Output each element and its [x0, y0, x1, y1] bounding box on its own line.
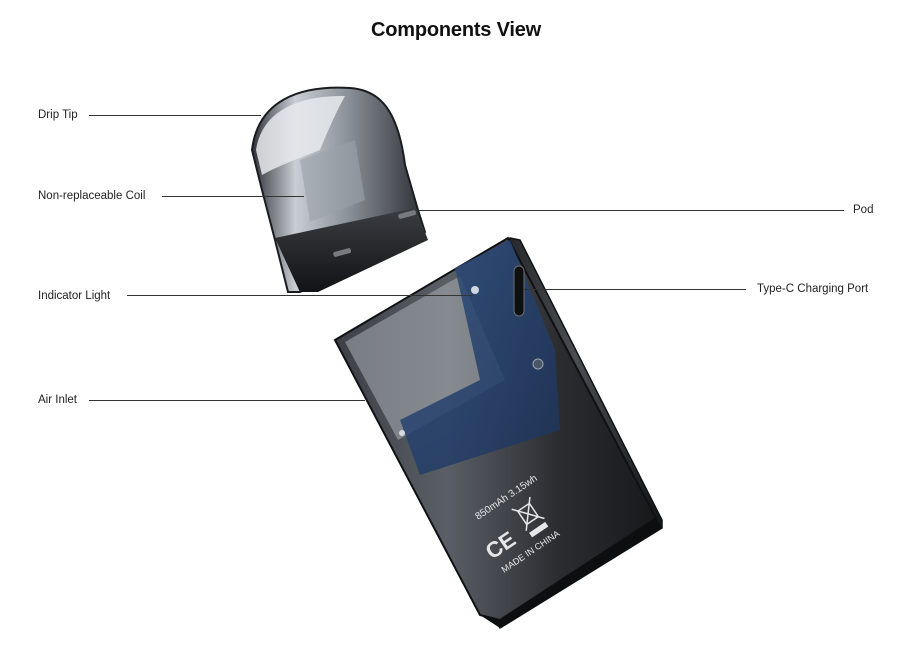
pod-slot — [398, 210, 417, 219]
drip-tip-shape — [256, 95, 345, 175]
indicator-led — [471, 286, 479, 294]
label-pod: Pod — [853, 204, 874, 216]
battery-body — [333, 236, 663, 630]
label-drip-tip: Drip Tip — [38, 109, 78, 121]
weee-icon — [511, 496, 549, 538]
screw — [532, 358, 544, 370]
pod — [250, 86, 428, 293]
leader-drip-tip — [89, 115, 261, 116]
page-title: Components View — [371, 19, 541, 41]
pod-base — [275, 208, 428, 292]
label-charging-port: Type-C Charging Port — [757, 283, 869, 295]
coil-shape — [300, 140, 365, 222]
air-inlet-hole — [399, 430, 405, 436]
label-indicator-light: Indicator Light — [38, 290, 111, 302]
label-air-inlet: Air Inlet — [38, 394, 77, 406]
leader-indicator-light — [127, 295, 473, 296]
leader-air-inlet — [89, 400, 365, 401]
pod-slot-lower — [333, 248, 352, 257]
leader-charging-port — [524, 289, 746, 290]
bottom-edge — [480, 518, 662, 628]
leader-pod — [418, 210, 844, 211]
label-coil: Non-replaceable Coil — [38, 190, 146, 202]
leader-coil — [162, 196, 304, 197]
usb-port — [513, 265, 525, 317]
